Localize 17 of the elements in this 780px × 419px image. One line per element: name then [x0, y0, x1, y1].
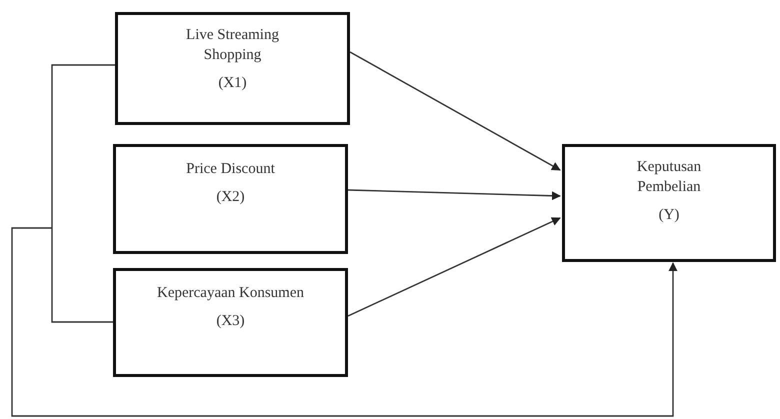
- variable-box: [113, 144, 348, 254]
- variable-name: Price Discount: [186, 160, 275, 179]
- variable-name: Live Streaming Shopping: [185, 26, 280, 65]
- arrow: [348, 189, 561, 200]
- variable-code: (Y): [658, 206, 680, 225]
- variable-code: (X2): [216, 188, 245, 207]
- variable-name: Kepercayaan Konsumen: [156, 284, 304, 303]
- arrow: [11, 227, 678, 417]
- connector-line: [51, 64, 115, 323]
- variable-box: [113, 268, 348, 377]
- variable-box: [562, 144, 776, 262]
- arrow: [348, 217, 561, 317]
- variable-box: [115, 12, 350, 125]
- variable-code: (X3): [216, 312, 245, 331]
- arrow: [350, 51, 561, 171]
- variable-name: Keputusan Pembelian: [636, 158, 702, 197]
- variable-code: (X1): [218, 74, 247, 93]
